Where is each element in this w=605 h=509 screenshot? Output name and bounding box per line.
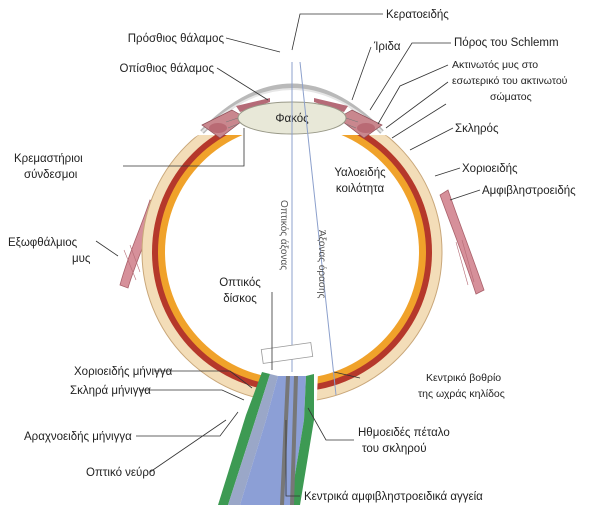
vitreous-cavity-label-2: κοιλότητα [336,183,385,195]
optic-disc-label-1: Οπτικός [219,277,261,289]
choroid-sheath-label: Χοριοειδής μήνιγγα [74,366,173,378]
anterior-chamber-label: Πρόσθιος θάλαμος [128,33,225,45]
optic-disc-label-2: δίσκος [223,293,257,305]
extraocular-muscle-label-2: μυς [72,253,91,265]
central-vessels-label: Κεντρικά αμφιβληστροειδικά αγγεία [304,491,483,503]
iris-label: Ίριδα [373,41,401,53]
lamina-cribrosa-label-1: Ηθμοειδές πέταλο [358,427,450,439]
schlemm-canal-label: Πόρος του Schlemm [454,37,559,49]
visual-axis-label: Άξονας όρασης [316,230,328,299]
suspensory-ligaments-label-2: σύνδεσμοι [24,169,78,181]
fovea-label-1: Κεντρικό βοθρίο [426,372,501,384]
lamina-cribrosa-label-2: του σκληρού [362,443,426,455]
optic-axis-label: Οπτικός άξονας [278,200,290,270]
ciliary-muscle-label-1: Ακτινωτός μυς στο [452,59,538,71]
ciliary-muscle-label-3: σώματος [490,91,532,103]
cornea-label: Κερατοειδής [386,9,449,21]
choroid-label: Χοριοειδής [462,163,518,175]
vitreous-cavity-label-1: Υαλοειδής [334,167,386,179]
extraocular-muscle-label-1: Εξωφθάλμιος [8,237,78,249]
dura-sheath-label: Σκληρά μήνιγγα [70,385,151,397]
arachnoid-label: Αραχνοειδής μήνιγγα [24,431,132,443]
ciliary-muscle-label-2: εσωτερικό του ακτινωτού [452,75,568,87]
fovea-label-2: της ωχράς κηλίδος [418,388,505,400]
retina-label: Αμφιβληστροειδής [482,185,576,197]
sclera-label: Σκληρός [455,123,499,135]
posterior-chamber-label: Οπίσθιος θάλαμος [120,63,215,75]
optic-nerve-label: Οπτικό νεύρο [86,467,155,479]
extraocular-muscle-right [440,190,484,294]
suspensory-ligaments-label-1: Κρεμαστήριοι [14,153,83,165]
